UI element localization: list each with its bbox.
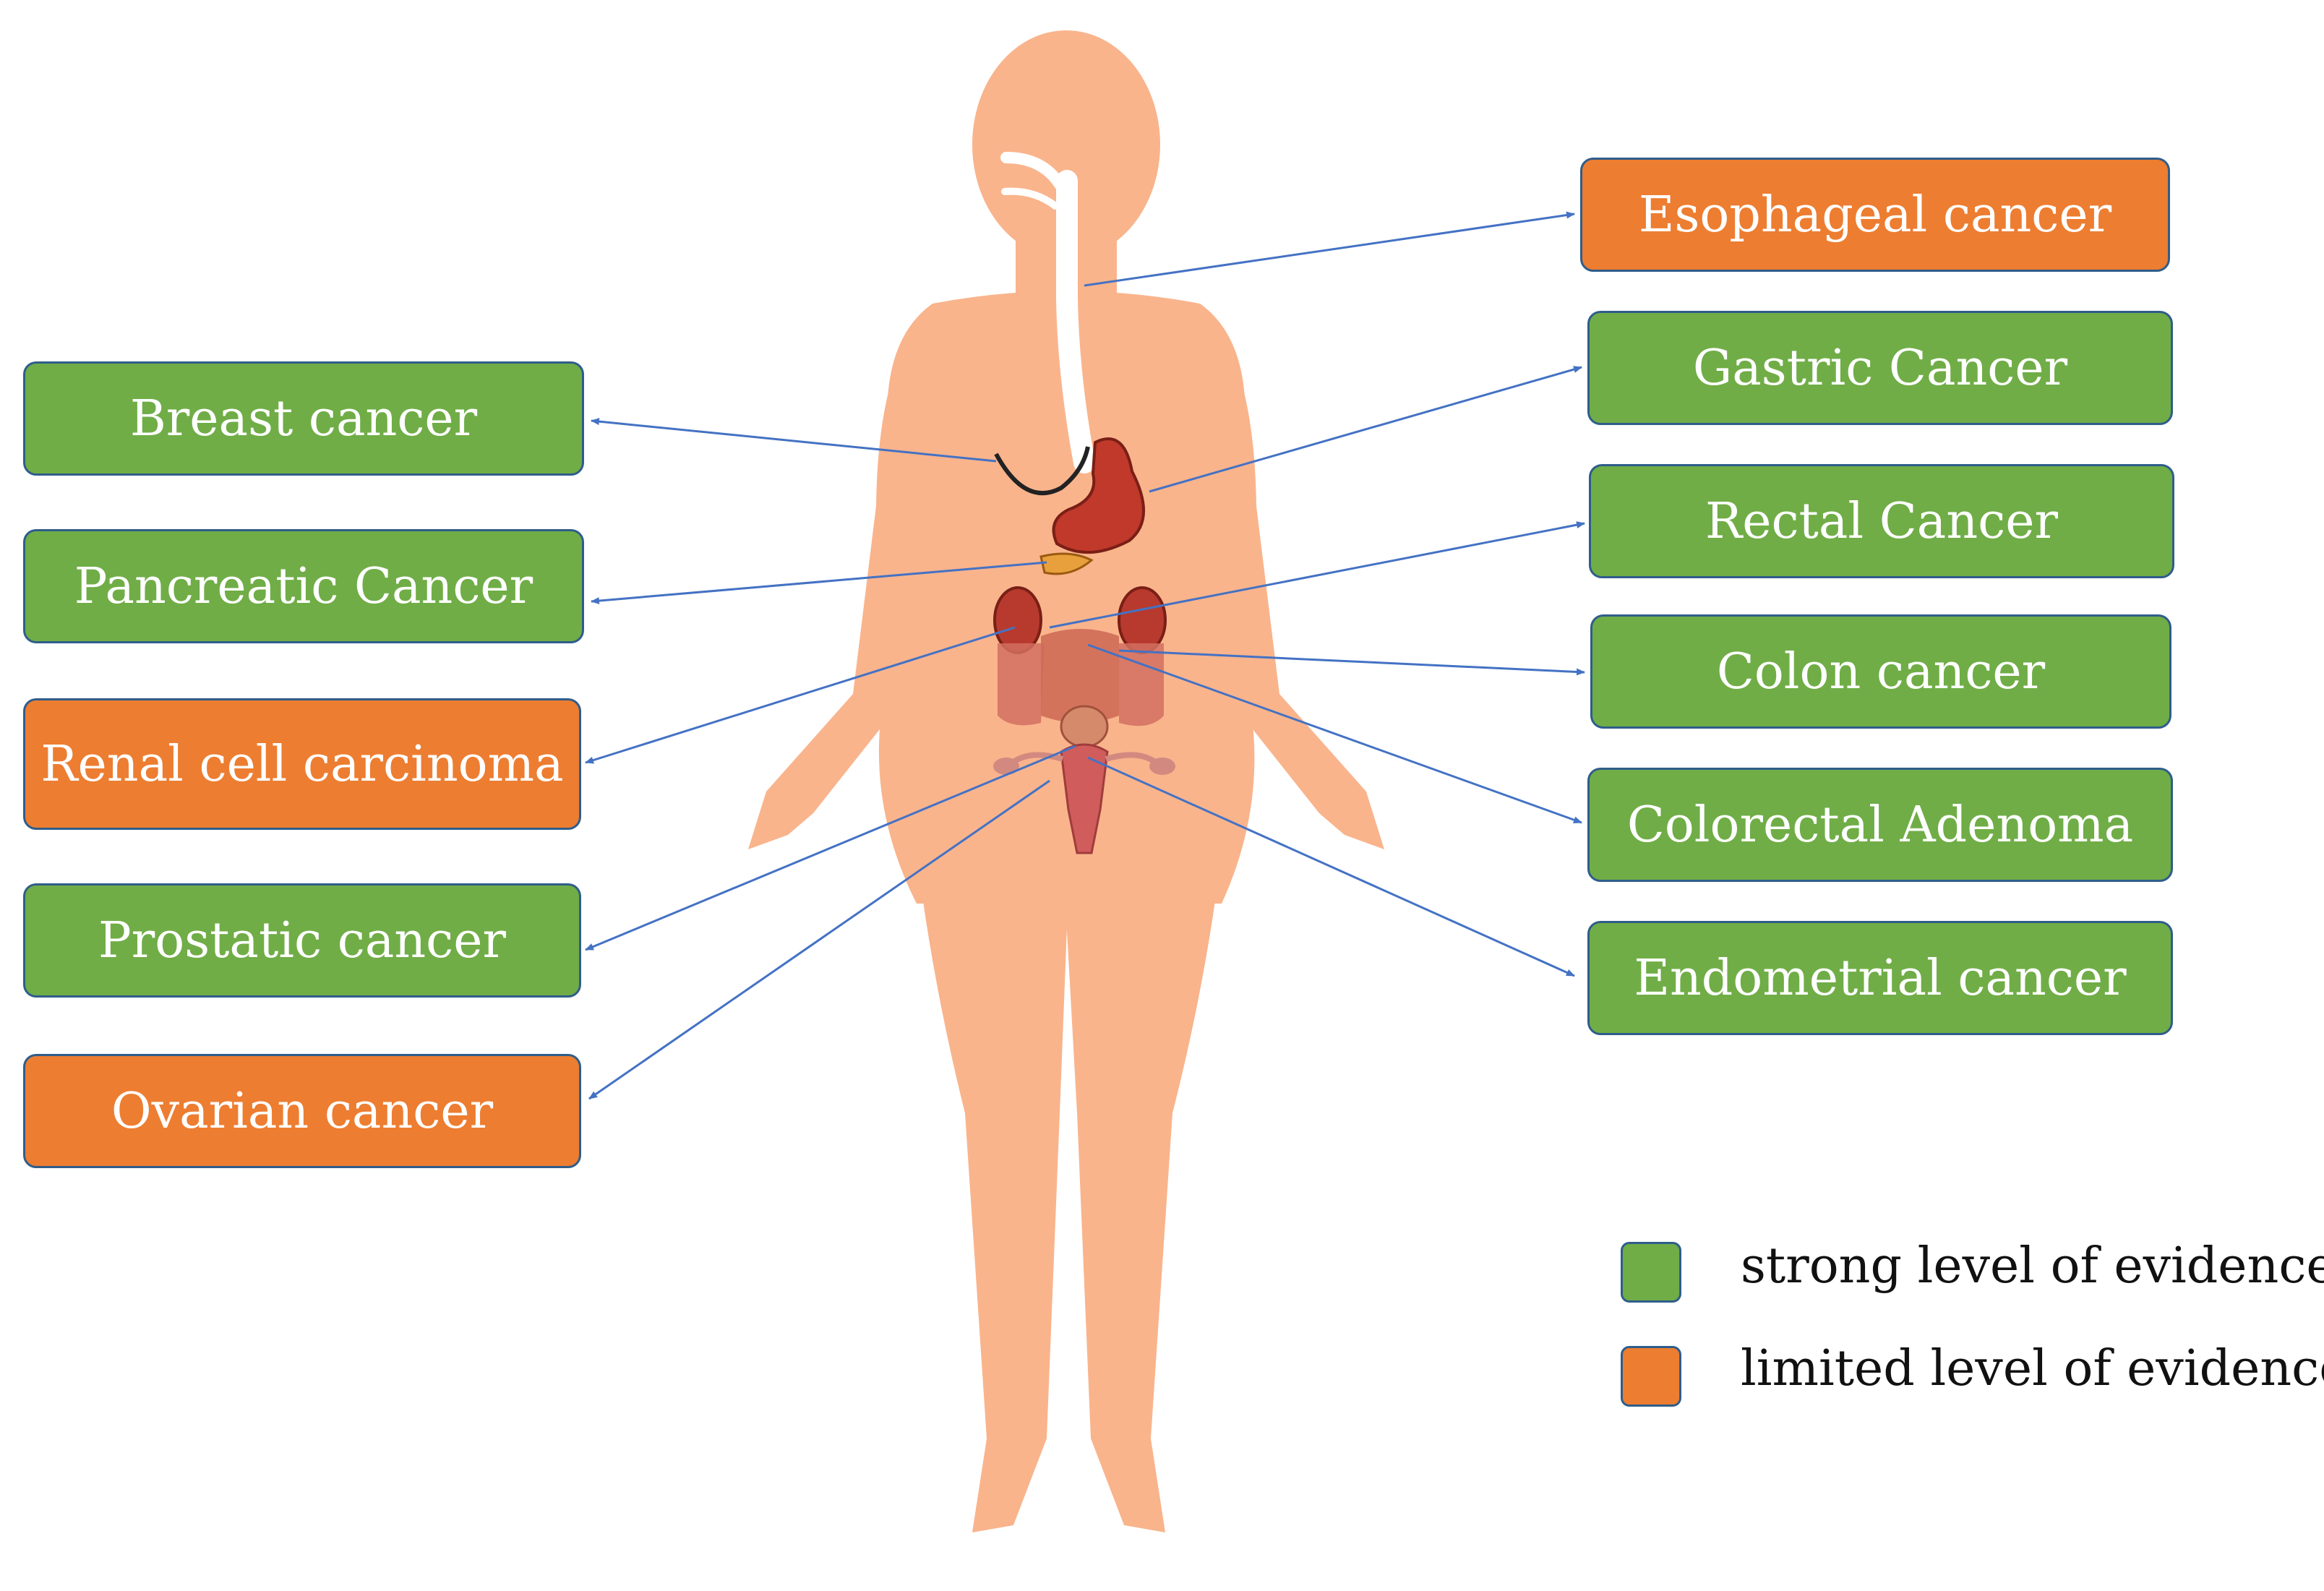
- arrow-breast: [591, 418, 997, 463]
- arrow-colon: [1118, 649, 1585, 676]
- label-rectal-cancer: Rectal Cancer: [1589, 464, 2174, 578]
- legend-label-limited: limited level of evidence: [1741, 1340, 2324, 1397]
- legend-label-strong: strong level of evidence: [1741, 1238, 2324, 1295]
- arrow-renal: [585, 626, 1016, 764]
- label-renal-cell-carcinoma: Renal cell carcinoma: [23, 698, 581, 830]
- stomach: [1052, 437, 1146, 554]
- airway: [1000, 152, 1065, 190]
- label-colon-cancer: Colon cancer: [1590, 614, 2171, 729]
- kidney-right: [1118, 586, 1167, 654]
- kidney-left: [993, 586, 1042, 654]
- ovary-right: [1149, 758, 1175, 775]
- label-colorectal-adenoma: Colorectal Adenoma: [1587, 768, 2173, 882]
- label-ovarian-cancer: Ovarian cancer: [23, 1054, 581, 1168]
- label-prostatic-cancer: Prostatic cancer: [23, 883, 581, 998]
- arrow-endometrial: [1087, 756, 1575, 977]
- legend-swatch-limited: [1621, 1346, 1681, 1407]
- pancreas: [1039, 552, 1094, 575]
- breast-line: [994, 446, 1090, 496]
- colon: [998, 643, 1164, 726]
- label-breast-cancer: Breast cancer: [23, 361, 584, 476]
- label-esophageal-cancer: Esophageal cancer: [1580, 158, 2170, 272]
- arrow-gastric: [1149, 366, 1582, 493]
- label-pancreatic-cancer: Pancreatic Cancer: [23, 529, 584, 643]
- arrow-ovarian: [588, 779, 1050, 1100]
- arrow-esophageal: [1084, 211, 1575, 287]
- intestine: [1041, 629, 1119, 723]
- arrow-colorectal-adenoma: [1087, 643, 1582, 824]
- esophagus: [1056, 170, 1095, 473]
- label-endometrial-cancer: Endometrial cancer: [1587, 921, 2173, 1035]
- arrow-pancreatic: [591, 561, 1047, 605]
- bladder: [1060, 705, 1109, 748]
- body-silhouette: [748, 30, 1384, 1532]
- legend-swatch-strong: [1621, 1242, 1681, 1303]
- label-gastric-cancer: Gastric Cancer: [1587, 311, 2173, 425]
- ovary-left: [993, 758, 1019, 775]
- arrow-rectal: [1049, 521, 1585, 629]
- arrow-prostatic: [585, 745, 1076, 951]
